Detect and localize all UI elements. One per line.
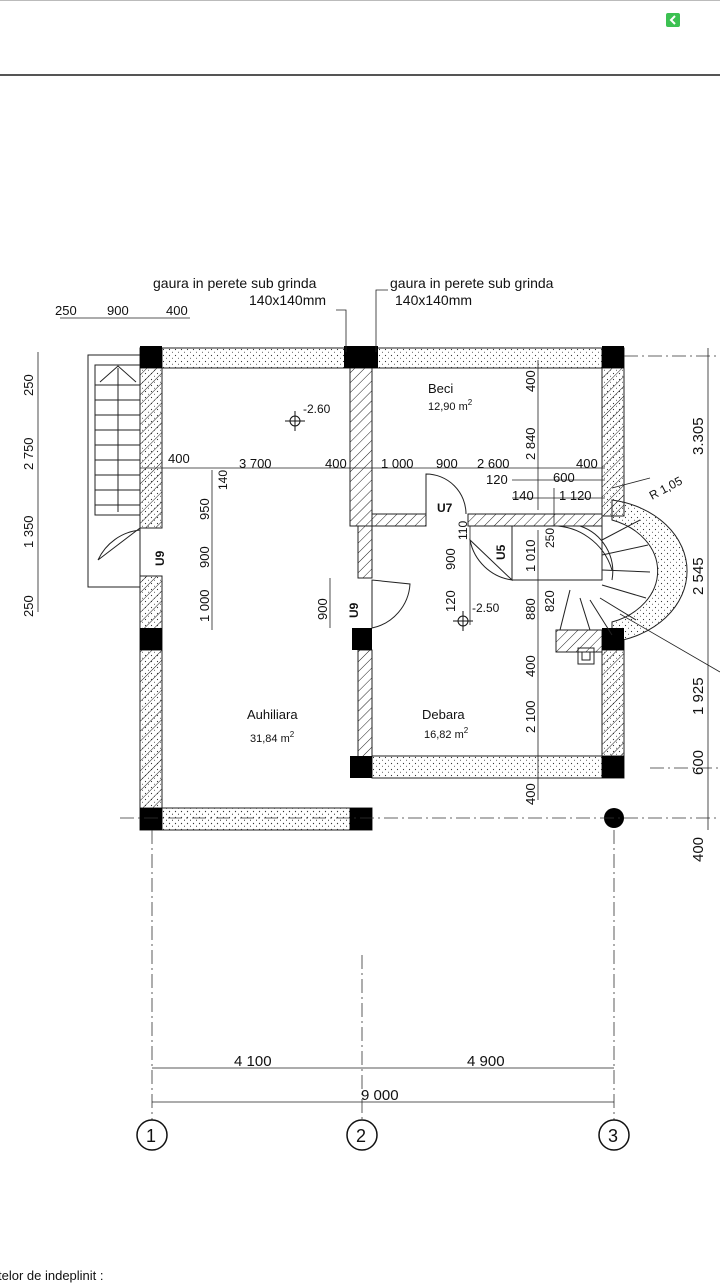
svg-text:140: 140 [216, 470, 230, 490]
dim-mid-row: 400 3 700 400 1 000 900 2 600 400 [168, 451, 598, 471]
dim-vertical-debara: 400 2 100 400 [523, 655, 538, 805]
spiral-stair [511, 519, 651, 665]
viewer-toolbar [0, 0, 720, 76]
svg-text:250: 250 [55, 303, 77, 318]
svg-text:1 000: 1 000 [381, 456, 414, 471]
svg-text:900: 900 [436, 456, 458, 471]
level-right: -2.50 [472, 601, 500, 615]
hole-note-right: gaura in perete sub grinda 140x140mm [390, 275, 554, 308]
svg-text:Beci: Beci [428, 381, 453, 396]
svg-text:820: 820 [542, 590, 557, 612]
svg-text:400: 400 [576, 456, 598, 471]
dim-left-col: 250 2 750 1 350 250 [21, 374, 36, 617]
svg-text:600: 600 [553, 470, 575, 485]
hole-note-left: gaura in perete sub grinda 140x140mm [153, 275, 326, 308]
door-tag-u7: U7 [437, 501, 453, 515]
svg-text:gaura in perete sub grinda: gaura in perete sub grinda [390, 275, 554, 291]
svg-text:950: 950 [197, 498, 212, 520]
svg-text:31,84 m2: 31,84 m2 [250, 730, 295, 745]
svg-text:Debara: Debara [422, 707, 465, 722]
dim-vertical-u9: 900 [315, 598, 330, 620]
svg-text:120: 120 [443, 590, 458, 612]
dim-stair-rows: 120 600 140 1 120 [486, 470, 592, 503]
app-badge-icon[interactable] [666, 13, 680, 27]
svg-text:400: 400 [523, 370, 538, 392]
svg-text:2 100: 2 100 [523, 700, 538, 733]
svg-text:2: 2 [356, 1126, 366, 1146]
grid-axis-3: 3 [598, 1119, 630, 1151]
svg-text:140: 140 [512, 488, 534, 503]
svg-text:1 120: 1 120 [559, 488, 592, 503]
svg-text:3 700: 3 700 [239, 456, 272, 471]
svg-text:1 350: 1 350 [21, 515, 36, 548]
interior-walls [139, 367, 625, 831]
svg-text:110: 110 [456, 521, 470, 540]
svg-text:140x140mm: 140x140mm [249, 292, 326, 308]
room-debara: Debara 16,82 m2 [422, 707, 469, 741]
svg-text:120: 120 [486, 472, 508, 487]
svg-text:400: 400 [690, 837, 707, 862]
door-tag-u9-mid: U9 [347, 602, 361, 618]
svg-text:880: 880 [523, 598, 538, 620]
svg-text:gaura in perete sub grinda: gaura in perete sub grinda [153, 275, 317, 291]
svg-text:2 545: 2 545 [690, 557, 707, 595]
doors [97, 473, 513, 629]
svg-text:1 010: 1 010 [523, 539, 538, 572]
svg-text:4 100: 4 100 [234, 1053, 272, 1070]
stair-radius-label: R 1,05 [647, 474, 685, 503]
grid-axis-2: 2 [346, 1119, 378, 1151]
svg-text:1 000: 1 000 [197, 589, 212, 622]
exterior-stair [87, 354, 141, 588]
grid-axis-1: 1 [136, 1119, 168, 1151]
dimension-lines [37, 289, 720, 1103]
svg-text:600: 600 [690, 750, 707, 775]
dim-bottom: 4 100 4 900 9 000 [234, 1053, 505, 1104]
svg-text:12,90 m2: 12,90 m2 [428, 398, 473, 413]
dim-vertical-u7: 110 900 120 [443, 521, 470, 612]
svg-text:250: 250 [21, 595, 36, 617]
svg-text:400: 400 [168, 451, 190, 466]
svg-text:400: 400 [166, 303, 188, 318]
dim-right-col: 3.305 2 545 1 925 600 400 [690, 417, 707, 862]
svg-text:2 750: 2 750 [21, 437, 36, 470]
svg-text:250: 250 [543, 528, 557, 548]
level-markers [285, 411, 473, 631]
svg-text:900: 900 [197, 546, 212, 568]
room-auxiliara: Auhiliara 31,84 m2 [247, 707, 298, 745]
svg-text:2 840: 2 840 [523, 427, 538, 460]
svg-text:2 600: 2 600 [477, 456, 510, 471]
dim-vertical-beci: 400 2 840 [523, 370, 538, 460]
svg-text:3.305: 3.305 [690, 417, 707, 455]
svg-text:1 925: 1 925 [690, 677, 707, 715]
svg-text:3: 3 [608, 1126, 618, 1146]
columns [140, 346, 624, 830]
svg-text:16,82 m2: 16,82 m2 [424, 726, 469, 741]
door-tag-u5: U5 [494, 544, 508, 560]
level-left: -2.60 [303, 402, 331, 416]
svg-text:250: 250 [21, 374, 36, 396]
svg-text:4 900: 4 900 [467, 1053, 505, 1070]
room-beci: Beci 12,90 m2 [428, 381, 473, 413]
svg-text:1: 1 [146, 1126, 156, 1146]
dim-top-row: 250 900 400 [55, 303, 188, 318]
svg-text:400: 400 [523, 655, 538, 677]
svg-text:900: 900 [443, 548, 458, 570]
door-tag-u9-left: U9 [153, 550, 167, 566]
svg-text:400: 400 [523, 783, 538, 805]
dim-vertical-left-inner: 140 950 900 1 000 [197, 470, 230, 622]
svg-text:400: 400 [325, 456, 347, 471]
svg-text:140x140mm: 140x140mm [395, 292, 472, 308]
footer-cut-text: telor de indeplinit : [0, 1268, 104, 1283]
svg-text:900: 900 [107, 303, 129, 318]
svg-text:9 000: 9 000 [361, 1087, 399, 1104]
svg-text:Auhiliara: Auhiliara [247, 707, 298, 722]
grid-lines [120, 355, 720, 1120]
dim-vertical-stair: 1 010 250 820 880 [523, 528, 557, 620]
